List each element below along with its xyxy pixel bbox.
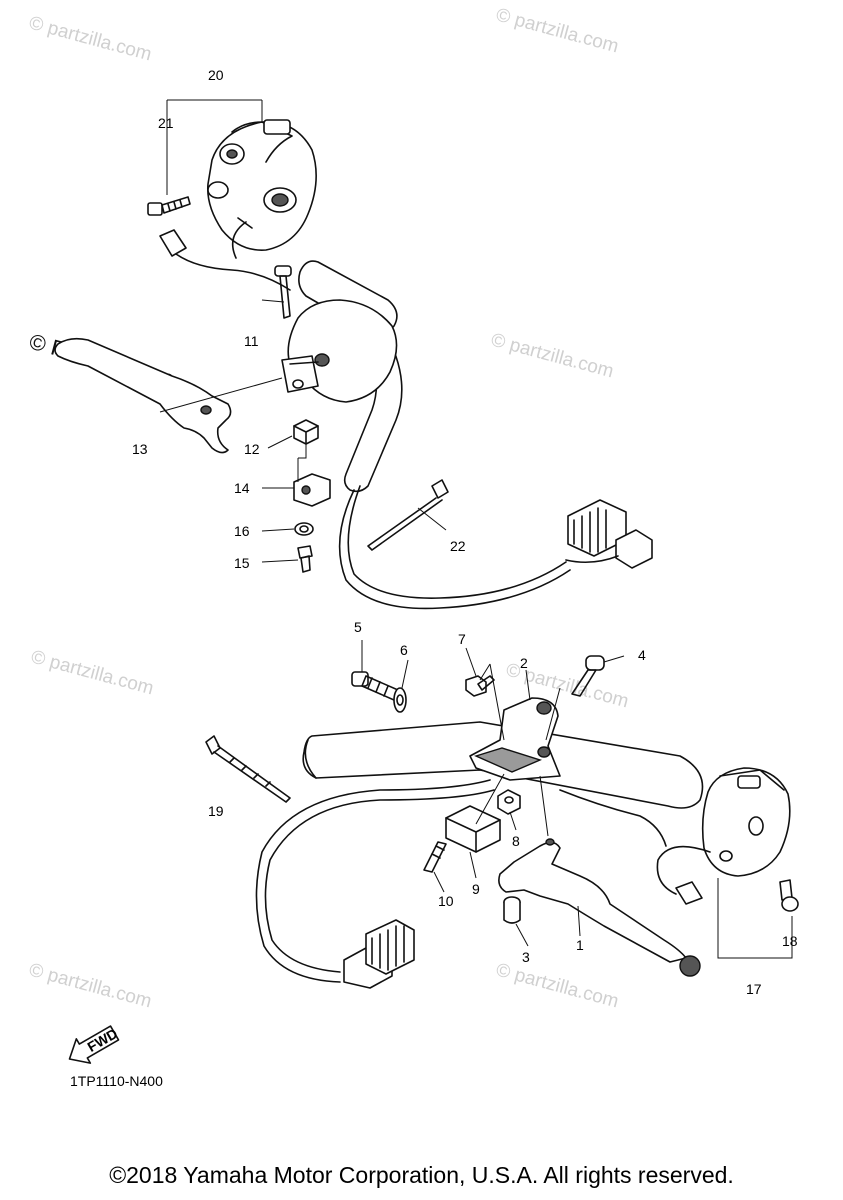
watermark: © partzilla.com (494, 960, 621, 1013)
copyright-notice: ©2018 Yamaha Motor Corporation, U.S.A. A… (109, 1162, 734, 1188)
callout-5: 5 (354, 619, 362, 635)
watermark: © partzilla.com (494, 5, 621, 58)
callout-20: 20 (208, 67, 224, 83)
callout-22: 22 (450, 538, 466, 554)
callout-18: 18 (782, 933, 798, 949)
lever-holder (281, 299, 398, 403)
diagram-code: 1TP1110-N400 (70, 1073, 163, 1089)
connector-lower (343, 919, 415, 989)
callout-6: 6 (400, 642, 408, 658)
cable-tie-19 (205, 735, 291, 803)
callout-8: 8 (512, 833, 520, 849)
callout-1: 1 (576, 937, 584, 953)
harness-lower (264, 789, 495, 973)
watermark: © partzilla.com (489, 330, 616, 383)
connector-upper (565, 499, 653, 569)
cable-tie-22 (367, 479, 449, 551)
switch-wire-right (656, 845, 711, 895)
callout-11: 11 (244, 333, 259, 349)
switch-wire-left (175, 221, 291, 291)
callout-16: 16 (234, 523, 250, 539)
callout-labels: 20 21 11 13 12 14 16 15 22 5 6 7 2 4 19 … (132, 67, 798, 997)
clutch-switch-14 (293, 473, 331, 507)
nut-12 (293, 419, 319, 445)
callout-17: 17 (746, 981, 762, 997)
bolt-7 (465, 675, 495, 697)
callout-2: 2 (520, 655, 528, 671)
switch-housing-right (701, 767, 791, 877)
callout-3: 3 (522, 949, 530, 965)
watermark: © partzilla.com (29, 647, 156, 700)
lever-ball-end (679, 955, 701, 977)
fwd-label: FWD (85, 1025, 121, 1055)
bolt-5 (351, 671, 399, 701)
watermark: © partzilla.com (27, 13, 154, 66)
callout-4: 4 (638, 647, 646, 663)
lower-assembly (205, 640, 799, 989)
clutch-lever (54, 337, 232, 454)
callout-21: 21 (158, 115, 174, 131)
callout-15: 15 (234, 555, 250, 571)
brake-switch-9 (445, 805, 501, 853)
callout-12: 12 (244, 441, 260, 457)
bolt-11 (274, 265, 292, 319)
callout-7: 7 (458, 631, 466, 647)
watermark: © partzilla.com (27, 960, 154, 1013)
callout-14: 14 (234, 480, 250, 496)
screw-21 (147, 196, 191, 216)
callout-9: 9 (472, 881, 480, 897)
callout-13: 13 (132, 441, 148, 457)
harness-upper (338, 489, 571, 610)
lever-pivot (200, 405, 212, 415)
switch-housing-left (206, 119, 317, 251)
wire-connector-small (159, 229, 187, 257)
screw-18 (779, 879, 799, 912)
callout-10: 10 (438, 893, 454, 909)
upper-assembly (54, 99, 653, 610)
callout-19: 19 (208, 803, 224, 819)
bolt-4 (571, 655, 605, 697)
screw-15 (297, 545, 313, 573)
fwd-arrow-icon: FWD (68, 1025, 121, 1064)
screw-10 (423, 841, 447, 873)
collar-3 (503, 896, 521, 924)
master-holder-2 (469, 697, 561, 781)
nut-8 (497, 789, 521, 815)
brake-lever (498, 841, 687, 963)
